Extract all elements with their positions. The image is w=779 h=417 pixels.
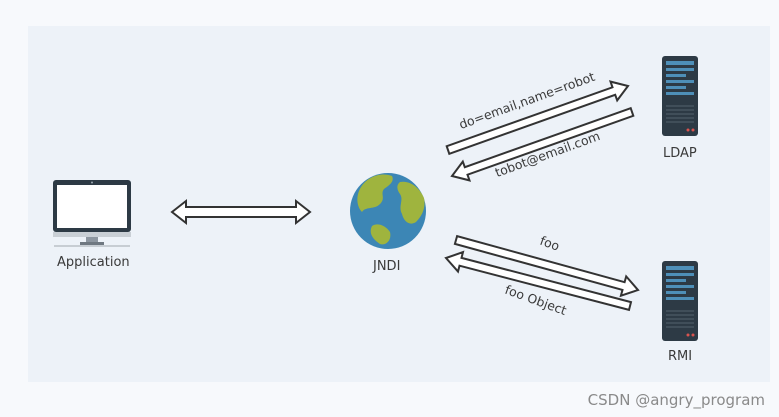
- ldap-response-arrow: [450, 106, 635, 182]
- ldap-label: LDAP: [663, 146, 697, 161]
- ldap-request-arrow: [445, 80, 630, 156]
- monitor-icon: [53, 180, 131, 247]
- watermark: CSDN @angry_program: [587, 391, 765, 409]
- app-jndi-double-arrow: [170, 198, 312, 226]
- rmi-response-arrow: [444, 250, 633, 312]
- server-icon: [662, 261, 698, 341]
- server-icon: [662, 56, 698, 136]
- globe-icon: [350, 173, 426, 249]
- rmi-label: RMI: [668, 349, 693, 364]
- jndi-label: JNDI: [373, 259, 401, 274]
- application-label: Application: [57, 255, 130, 270]
- rmi-request-arrow: [453, 234, 640, 298]
